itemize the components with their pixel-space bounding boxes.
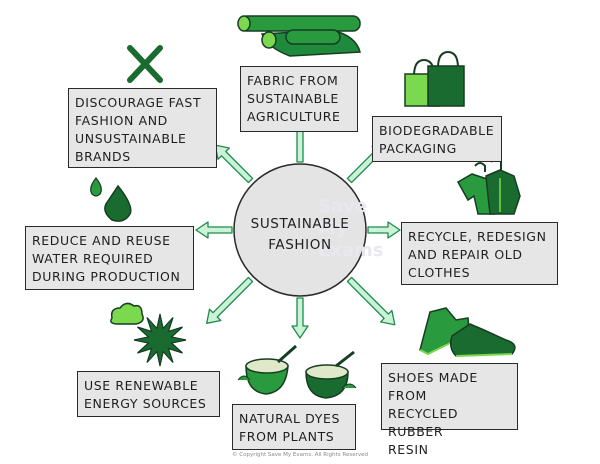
shopping-bags-icon: [404, 50, 465, 107]
box-natural-dyes: Natural dyes from plants: [232, 404, 356, 450]
center-circle: [233, 163, 367, 297]
copyright-footer: © Copyright Save My Exams. All Rights Re…: [232, 452, 368, 458]
arrow-down-right: [346, 276, 396, 326]
box-renewable-energy: Use renewable energy sources: [77, 371, 220, 417]
box-biodegradable-packaging: Biodegradable packaging: [372, 116, 502, 162]
box-recycle-redesign-repair: Recycle, redesign and repair old clothes: [401, 222, 558, 285]
dye-bowls-icon: [237, 344, 357, 399]
watermark: Save My Exams: [318, 196, 384, 261]
center-label: Sustainable Fashion: [250, 216, 350, 253]
arrows-group: [195, 95, 401, 339]
sun-and-cloud-icon: [110, 302, 187, 367]
water-drops-icon: [90, 177, 132, 222]
box-reduce-reuse-water: Reduce and reuse water required during p…: [25, 226, 194, 290]
fabric-rolls-icon: [237, 15, 361, 57]
arrow-up-left: [214, 144, 254, 184]
box-shoes-recycled-rubber: Shoes made from recycled rubber resin: [381, 363, 518, 457]
arrow-down: [291, 297, 309, 339]
arrow-left: [195, 221, 233, 239]
clothes-on-hanger-icon: [456, 158, 521, 215]
arrow-right: [367, 221, 401, 239]
arrow-down-left: [206, 276, 254, 324]
cross-icon: [127, 45, 163, 83]
box-discourage-fast-fashion: Discourage fast fashion and unsustainabl…: [68, 88, 217, 168]
box-fabric-sustainable-agriculture: Fabric from sustainable agriculture: [240, 66, 358, 132]
sneakers-icon: [419, 307, 516, 357]
